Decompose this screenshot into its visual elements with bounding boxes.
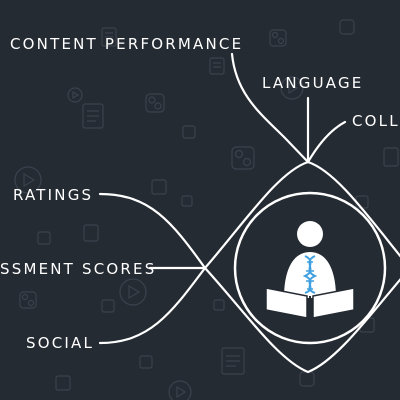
link-icon (145, 93, 165, 113)
play-icon (280, 76, 304, 100)
document-icon (101, 27, 117, 47)
social-connector (98, 266, 207, 345)
label-collections: COLL (352, 112, 400, 130)
chat-icon (181, 195, 193, 207)
chat-icon (151, 179, 167, 195)
link-icon (339, 19, 355, 35)
label-social: SOCIAL (26, 334, 95, 352)
chat-icon (101, 299, 115, 313)
label-content-performance: CONTENT PERFORMANCE (10, 35, 244, 53)
document-icon (209, 57, 225, 75)
play-icon (14, 166, 42, 194)
chat-icon (139, 355, 153, 369)
content-performance-connector (230, 52, 310, 164)
link-icon (269, 29, 287, 47)
document-icon (82, 103, 104, 129)
link-icon (231, 146, 255, 170)
play-icon (67, 87, 83, 103)
reader-with-dna-icon (265, 221, 355, 319)
chat-icon (55, 375, 71, 391)
document-icon (383, 147, 399, 167)
document-icon (221, 347, 245, 375)
chat-icon (182, 125, 196, 139)
document-icon (83, 224, 99, 242)
label-ratings: RATINGS (13, 186, 94, 204)
chat-icon (213, 299, 225, 311)
label-language: LANGUAGE (262, 74, 364, 92)
chat-icon (37, 231, 51, 245)
ratings-connector (98, 192, 207, 270)
collections-connector (306, 120, 347, 164)
play-icon (119, 278, 147, 306)
play-icon (168, 380, 192, 400)
link-icon (19, 291, 37, 309)
lens-lower-curve (203, 266, 400, 374)
label-assessment-scores: SSMENT SCORES (0, 260, 157, 278)
